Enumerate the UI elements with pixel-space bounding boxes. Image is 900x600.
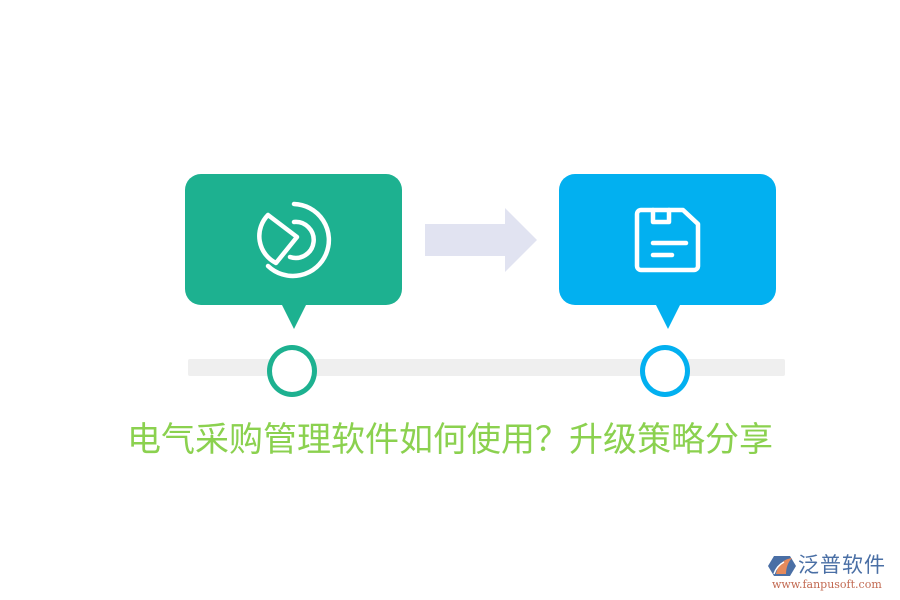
step-bubble-right: [559, 174, 776, 329]
bubble-pointer: [654, 303, 681, 329]
logo-mark-icon: [768, 556, 796, 576]
logo-brand-text: 泛普软件: [798, 553, 886, 577]
pie-chart-icon: [256, 201, 331, 278]
timeline-track: [188, 359, 785, 376]
step-bubble-left: [185, 174, 402, 329]
floppy-disk-icon: [634, 207, 700, 272]
page-title: 电气采购管理软件如何使用？升级策略分享: [127, 420, 773, 460]
right-arrow-icon: [425, 208, 537, 272]
bubble-pointer: [280, 303, 307, 329]
logo-url-text: www.fanpusoft.com: [772, 578, 882, 591]
timeline-node-left: [267, 345, 317, 397]
timeline-node-right: [640, 345, 690, 397]
brand-logo: 泛普软件 www.fanpusoft.com: [768, 552, 894, 592]
